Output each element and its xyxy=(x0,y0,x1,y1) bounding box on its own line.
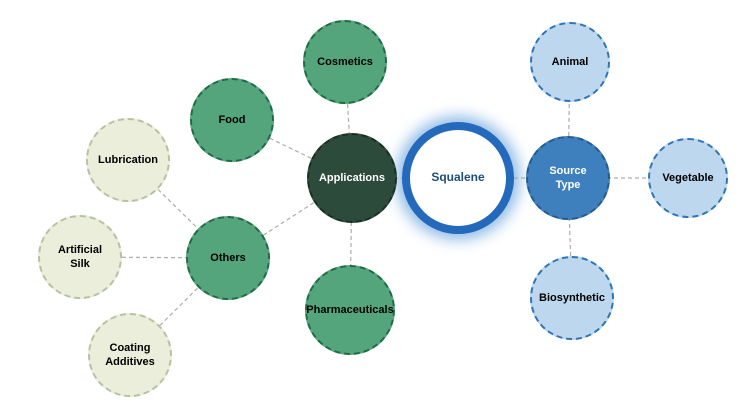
node-biosynthetic-label: Biosynthetic xyxy=(539,291,606,304)
node-food-label: Food xyxy=(218,113,246,126)
node-pharmaceuticals-label: Pharmaceuticals xyxy=(306,303,394,316)
node-squalene-label: Squalene xyxy=(431,170,485,185)
node-applications: Applications xyxy=(307,133,397,223)
connector-cosmetics-applications xyxy=(344,61,353,179)
node-others: Others xyxy=(186,216,270,300)
node-source-type: Source Type xyxy=(526,136,610,220)
node-lubrication: Lubrication xyxy=(86,118,170,202)
node-biosynthetic: Biosynthetic xyxy=(530,256,614,340)
node-cosmetics: Cosmetics xyxy=(303,20,387,104)
node-animal-label: Animal xyxy=(551,55,589,68)
node-vegetable-label: Vegetable xyxy=(662,171,714,184)
node-artificial-silk: Artificial Silk xyxy=(38,215,122,299)
node-food: Food xyxy=(190,78,274,162)
node-animal: Animal xyxy=(530,22,610,102)
node-coating-additives-label: Coating Additives xyxy=(105,341,155,368)
connector-animal-source-type xyxy=(567,61,571,179)
node-coating-additives: Coating Additives xyxy=(88,313,172,397)
node-pharmaceuticals: Pharmaceuticals xyxy=(305,265,395,355)
node-cosmetics-label: Cosmetics xyxy=(317,55,373,68)
node-others-label: Others xyxy=(210,251,246,264)
node-squalene: Squalene xyxy=(402,122,514,234)
node-lubrication-label: Lubrication xyxy=(98,153,158,166)
node-artificial-silk-label: Artificial Silk xyxy=(57,243,102,270)
node-applications-label: Applications xyxy=(318,171,385,184)
node-source-type-label: Source Type xyxy=(549,164,587,191)
node-vegetable: Vegetable xyxy=(648,138,728,218)
